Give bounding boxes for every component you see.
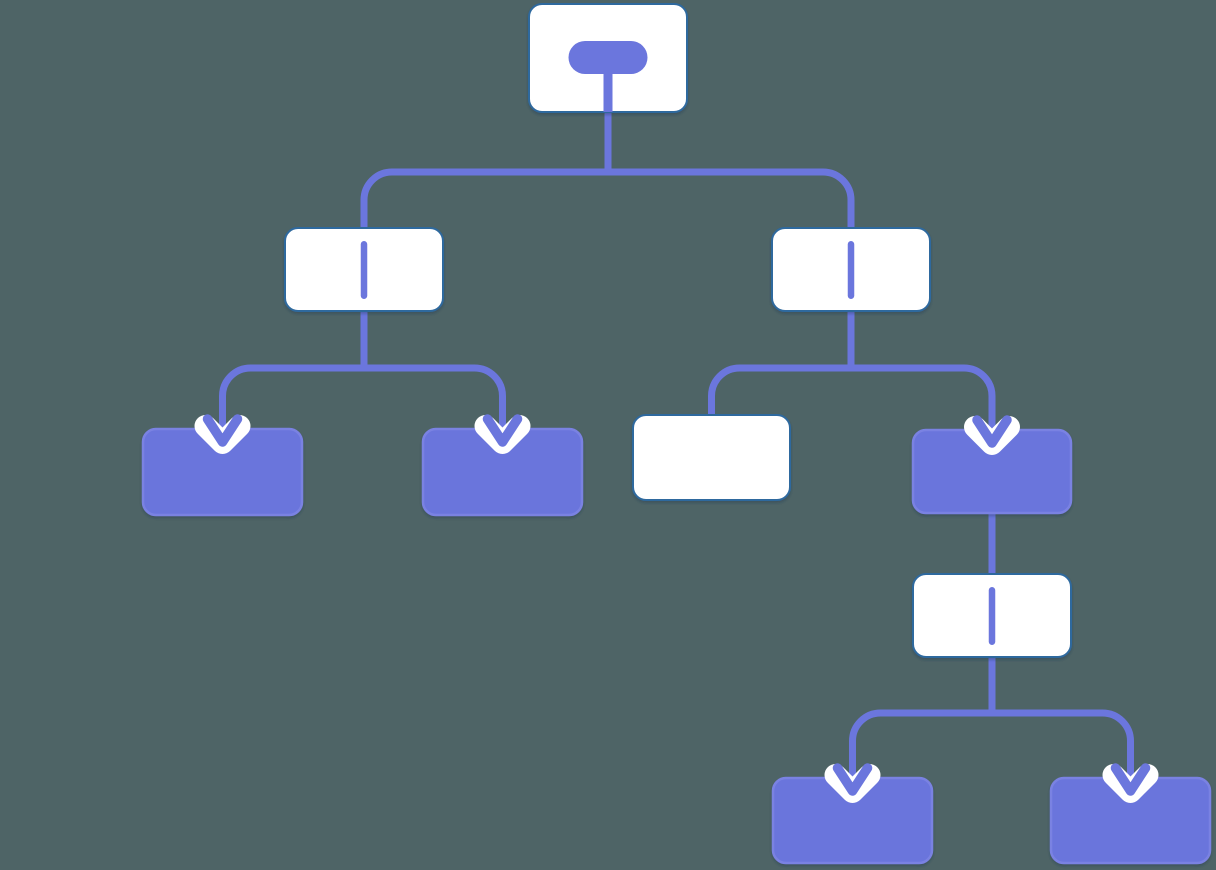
nodes-layer: [141, 3, 1212, 865]
connector-branch-right-plain-node: [708, 311, 855, 417]
pass-through-bar-icon: [847, 241, 855, 299]
connector-root-branch-right: [604, 112, 855, 230]
root-pill: [568, 41, 648, 74]
root-node-icon: [568, 41, 648, 112]
double-chevron-down-icon: [964, 415, 1020, 455]
double-chevron-down-icon: [194, 414, 251, 454]
connector-branch-bottom-leaf-4: [849, 657, 996, 780]
connector-branch-left-leaf-2: [360, 311, 506, 431]
connector-branch-left-leaf-1: [219, 311, 368, 431]
arrow-chevron-purple: [482, 414, 523, 447]
arrow-chevron-purple: [972, 415, 1012, 448]
double-chevron-down-icon: [474, 414, 531, 454]
connector-root-branch-left: [360, 112, 612, 230]
arrow-chevron-purple: [1110, 763, 1151, 796]
arrows-layer: [194, 414, 1159, 803]
double-chevron-down-icon: [1102, 763, 1159, 803]
connector-branch-right-leaf-3: [847, 311, 996, 432]
arrow-chevron-purple: [202, 414, 243, 447]
root-stem: [603, 72, 613, 112]
pass-through-bar-icon: [988, 587, 996, 645]
pass-through-bar-icon: [360, 241, 368, 299]
arrow-chevron-purple: [832, 763, 873, 796]
connector-branch-bottom-leaf-5: [988, 657, 1134, 780]
node-plain-node[interactable]: [632, 414, 791, 501]
connectors-layer: [219, 112, 1134, 780]
double-chevron-down-icon: [824, 763, 881, 803]
